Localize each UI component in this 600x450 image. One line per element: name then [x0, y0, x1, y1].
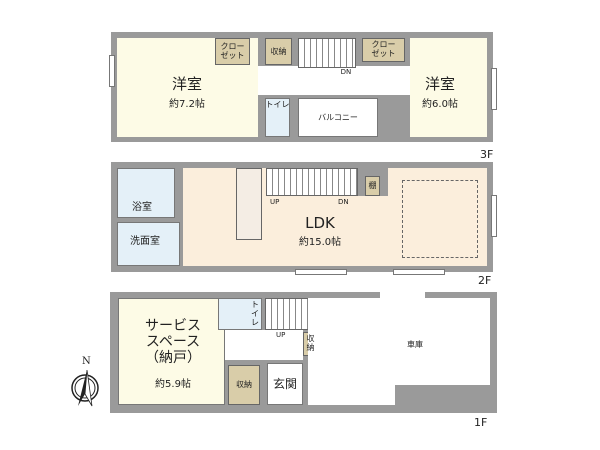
washroom: [117, 222, 180, 266]
stairs-up-label: UP: [270, 198, 280, 206]
garage-wall-block: [395, 385, 497, 413]
stairs-2f: [266, 168, 358, 196]
hallway-3f: [258, 66, 410, 95]
storage-label: 収納: [270, 47, 287, 56]
stairs-label: DN: [340, 68, 352, 76]
closet-right: [362, 38, 405, 62]
dashed-area: [402, 180, 478, 258]
closet-label: クロー ゼット: [220, 42, 245, 61]
storage-label: 収納: [236, 380, 252, 389]
service-space: [118, 298, 225, 405]
storage-1f: [228, 365, 260, 405]
stairs-down-label: DN: [338, 198, 349, 206]
window: [491, 195, 497, 237]
shelf: [365, 176, 380, 196]
toilet-3f: [265, 98, 290, 137]
service-space-size: 約5.9帖: [155, 379, 191, 390]
garage-opening: [380, 292, 425, 298]
room-western-right: [410, 38, 487, 137]
balcony: [298, 98, 378, 137]
floor-label: 3F: [480, 148, 494, 161]
closet-label: クロー ゼット: [371, 40, 396, 59]
room-label: 洋室: [424, 75, 455, 93]
window: [295, 269, 347, 275]
storage-3f: [265, 38, 292, 65]
floor-label: 1F: [474, 416, 488, 429]
closet-left: [215, 38, 250, 65]
stairs-3f: [298, 38, 356, 68]
washroom-label: 洗面室: [130, 236, 160, 247]
room-label: 洋室: [171, 75, 202, 93]
window: [491, 68, 497, 110]
compass-label: N: [82, 356, 91, 367]
bath-label: 浴室: [132, 202, 152, 213]
window: [109, 55, 115, 87]
ldk-size: 約15.0帖: [298, 237, 342, 248]
toilet-1f: [218, 298, 262, 330]
entrance-label: 玄関: [272, 377, 297, 391]
ldk-label: LDK: [305, 214, 335, 232]
floor-label: 2F: [478, 274, 492, 287]
compass-icon: [71, 369, 99, 407]
window: [393, 269, 445, 275]
room-size: 約6.0帖: [422, 99, 458, 110]
storage-small-label: 収 納: [306, 334, 315, 353]
room-size: 約7.2帖: [169, 99, 205, 110]
balcony-label: バルコニー: [318, 113, 358, 122]
entrance: [267, 363, 303, 405]
shelf-label: 棚: [368, 181, 377, 190]
bathroom: [117, 168, 175, 218]
service-space-label: サービス スペース （納戸）: [145, 318, 201, 367]
hallway-1f: [225, 330, 303, 360]
toilet-label: トイレ: [265, 100, 290, 109]
toilet-label: トイレ: [251, 300, 259, 328]
stairs-label: UP: [276, 331, 286, 339]
garage-label: 車庫: [407, 340, 423, 349]
kitchen-counter: [236, 168, 262, 240]
